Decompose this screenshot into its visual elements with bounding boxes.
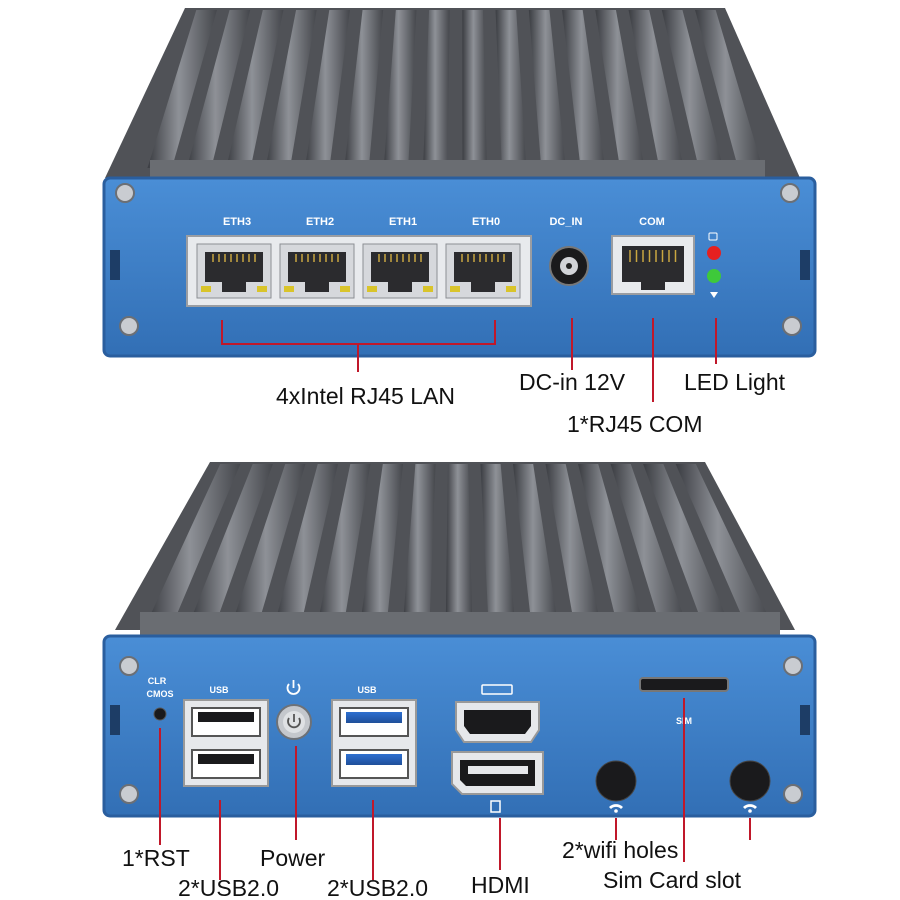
top-heatsink-fins <box>147 10 763 168</box>
bottom-leader-lines <box>159 698 751 880</box>
callout-dc-in: DC-in 12V <box>519 369 626 395</box>
heatsink-fin <box>528 10 566 168</box>
bottom-unit: CLR CMOS USB USB <box>102 462 817 900</box>
clr-label: CLR <box>148 676 167 686</box>
heatsink-fin <box>233 464 306 620</box>
wifi-antenna-hole <box>595 760 771 802</box>
heatsink-fin <box>480 464 515 620</box>
rj45-socket <box>454 252 512 282</box>
callout-led: LED Light <box>684 369 786 395</box>
heatsink-fin <box>661 10 724 168</box>
bottom-heatsink-fins <box>148 464 770 620</box>
rj45-lan-ports <box>196 243 521 299</box>
heatsink-fin <box>610 464 685 620</box>
callout-lan: 4xIntel RJ45 LAN <box>276 383 455 409</box>
screw-icon <box>115 183 802 336</box>
rj45-socket <box>205 252 263 282</box>
callout-usb-right: 2*USB2.0 <box>327 875 428 900</box>
heatsink-fin <box>462 10 487 168</box>
heatsink-fin <box>445 464 473 620</box>
heatsink-fin <box>578 464 643 620</box>
power-icon <box>286 680 301 695</box>
callout-wifi: 2*wifi holes <box>562 837 678 863</box>
dc-in-label: DC_IN <box>549 216 582 228</box>
callout-power: Power <box>260 845 326 871</box>
eth-label: ETH3 <box>223 216 251 228</box>
heatsink-fin <box>495 10 527 168</box>
heatsink-fin <box>675 464 770 620</box>
heatsink-fin <box>695 10 763 168</box>
callout-hdmi: HDMI <box>471 872 530 898</box>
heatsink-fin <box>383 10 417 168</box>
callout-rst: 1*RST <box>122 845 190 871</box>
eth-label: ETH2 <box>306 216 334 228</box>
rj45-led <box>506 286 516 292</box>
rj45-socket-tab <box>222 282 246 292</box>
heatsink-fin <box>190 464 273 620</box>
rj45-led <box>257 286 267 292</box>
reset-button-icon <box>153 707 167 721</box>
rj45-led <box>367 286 377 292</box>
heatsink-fin <box>148 464 241 620</box>
rj45-led <box>423 286 433 292</box>
displayport-port <box>451 751 544 795</box>
hdmi-port <box>455 701 540 743</box>
heatsink-fin <box>304 10 350 168</box>
heatsink-fin <box>318 464 371 620</box>
rj45-led <box>340 286 350 292</box>
com-label: COM <box>639 216 665 228</box>
rj45-led <box>284 286 294 292</box>
rj45-com-port <box>611 235 695 295</box>
heatsink-fin <box>512 464 558 620</box>
heatsink-fin <box>562 10 606 168</box>
eth-label: ETH1 <box>389 216 417 228</box>
dc-jack-icon <box>549 246 589 286</box>
callout-usb-left: 2*USB2.0 <box>178 875 279 900</box>
usb-blue-port-icon <box>331 699 417 787</box>
callout-sim: Sim Card slot <box>603 867 742 893</box>
rj45-socket <box>371 252 429 282</box>
heatsink-fin <box>643 464 728 620</box>
rj45-led <box>201 286 211 292</box>
rj45-socket <box>288 252 346 282</box>
heatsink-fin <box>628 10 684 168</box>
eth-label: ETH0 <box>472 216 500 228</box>
power-button-icon <box>276 704 312 740</box>
heatsink-fin <box>186 10 251 168</box>
rj45-led <box>450 286 460 292</box>
cmos-label: CMOS <box>147 689 174 699</box>
rj45-socket-tab <box>388 282 412 292</box>
rj45-socket-tab <box>305 282 329 292</box>
heatsink-fin <box>360 464 404 620</box>
displayport-icon <box>490 800 501 813</box>
usb-port-icon <box>183 699 269 787</box>
wifi-icon <box>609 804 757 813</box>
heatsink-fin <box>226 10 284 168</box>
heatsink-fin <box>275 464 338 620</box>
screw-icon <box>119 656 803 804</box>
heatsink-fin <box>545 464 600 620</box>
rj45-socket-tab <box>471 282 495 292</box>
usb-right-label: USB <box>357 685 377 695</box>
hdmi-icon <box>481 684 513 695</box>
usb-left-label: USB <box>209 685 229 695</box>
heatsink-fin <box>344 10 384 168</box>
sim-slot <box>639 677 729 692</box>
top-unit: ETH3 ETH2 ETH1 ETH0 DC_IN COM <box>102 8 817 437</box>
led-icon <box>707 232 721 298</box>
heatsink-fin <box>265 10 317 168</box>
heatsink-fin <box>147 10 217 168</box>
top-leader-lines <box>221 318 717 402</box>
heatsink-fin <box>403 464 436 620</box>
heatsink-fin <box>423 10 450 168</box>
heatsink-fin <box>595 10 645 168</box>
callout-com: 1*RJ45 COM <box>567 411 702 437</box>
